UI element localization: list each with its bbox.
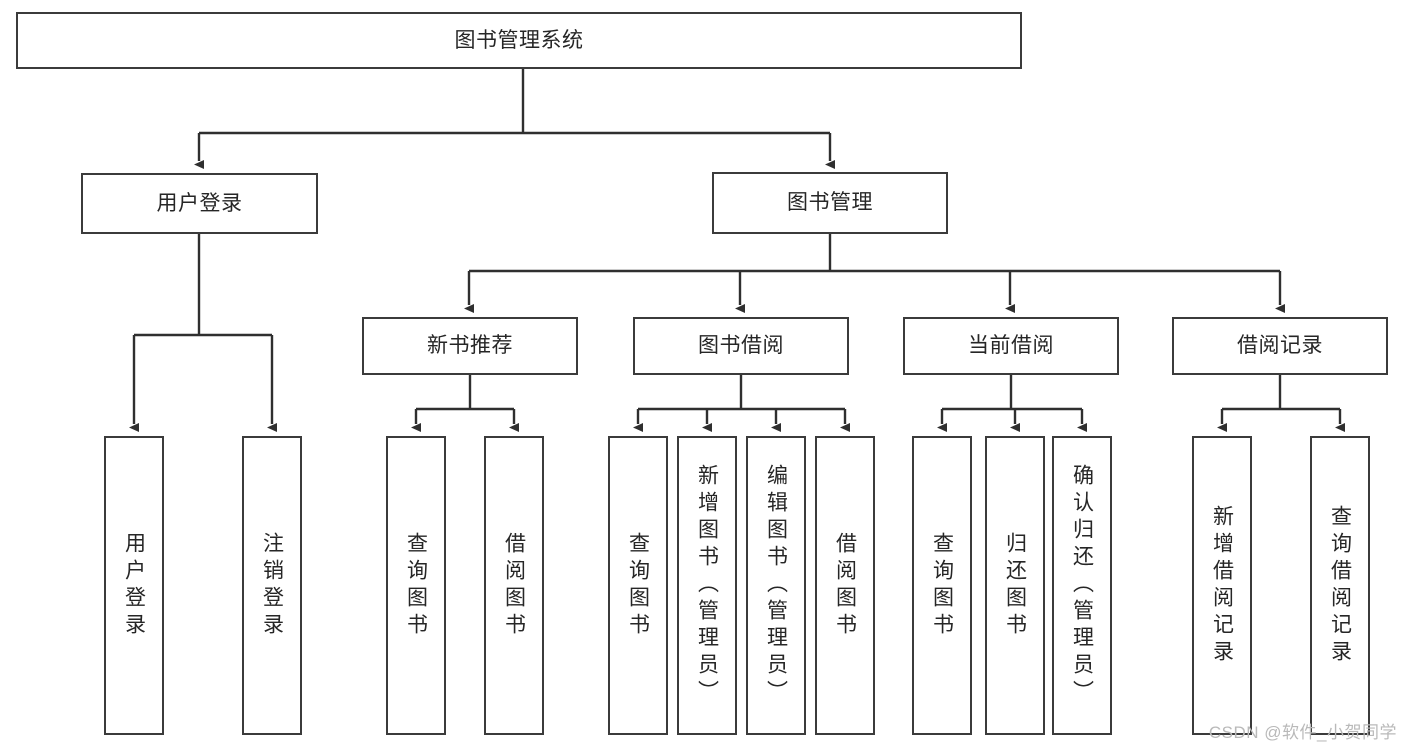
node-label: 查询图书 [404, 531, 428, 640]
node-leaf-logout[interactable]: 注销登录 [242, 436, 302, 735]
node-label: 借阅图书 [833, 531, 857, 640]
node-label: 借阅图书 [502, 531, 526, 640]
node-current[interactable]: 当前借阅 [903, 317, 1119, 375]
node-leaf-addrecord[interactable]: 新增借阅记录 [1192, 436, 1252, 735]
node-leaf-borrowbook-new[interactable]: 借阅图书 [484, 436, 544, 735]
node-label: 新书推荐 [427, 334, 513, 358]
node-newbooks[interactable]: 新书推荐 [362, 317, 578, 375]
node-label: 用户登录 [156, 191, 243, 215]
node-borrow[interactable]: 图书借阅 [633, 317, 849, 375]
node-label: 当前借阅 [968, 334, 1054, 358]
node-label: 借阅记录 [1237, 334, 1323, 358]
node-leaf-borrowbook-b[interactable]: 借阅图书 [815, 436, 875, 735]
node-leaf-userlogin[interactable]: 用户登录 [104, 436, 164, 735]
node-leaf-addbook[interactable]: 新增图书（管理员） [677, 436, 737, 735]
node-leaf-querybook-b[interactable]: 查询图书 [608, 436, 668, 735]
node-label: 图书管理 [787, 191, 873, 215]
node-label: 用户登录 [122, 531, 146, 640]
node-records[interactable]: 借阅记录 [1172, 317, 1388, 375]
node-label: 查询借阅记录 [1328, 504, 1352, 667]
watermark: CSDN @软件_小贺同学 [1208, 723, 1397, 742]
node-leaf-confirmreturn[interactable]: 确认归还（管理员） [1052, 436, 1112, 735]
node-bookmgmt[interactable]: 图书管理 [712, 172, 948, 234]
node-leaf-querybook-new[interactable]: 查询图书 [386, 436, 446, 735]
node-label: 查询图书 [930, 531, 954, 640]
node-label: 查询图书 [626, 531, 650, 640]
node-label: 编辑图书（管理员） [764, 464, 788, 707]
node-leaf-querybook-c[interactable]: 查询图书 [912, 436, 972, 735]
node-leaf-queryrecord[interactable]: 查询借阅记录 [1310, 436, 1370, 735]
node-label: 确认归还（管理员） [1070, 464, 1094, 707]
node-leaf-editbook[interactable]: 编辑图书（管理员） [746, 436, 806, 735]
node-label: 归还图书 [1003, 531, 1027, 640]
node-leaf-returnbook[interactable]: 归还图书 [985, 436, 1045, 735]
node-label: 图书借阅 [698, 334, 784, 358]
node-label: 图书管理系统 [454, 28, 584, 52]
node-label: 新增图书（管理员） [695, 464, 719, 707]
node-label: 新增借阅记录 [1210, 504, 1234, 667]
node-root[interactable]: 图书管理系统 [16, 12, 1022, 69]
node-login[interactable]: 用户登录 [81, 173, 318, 234]
node-label: 注销登录 [260, 531, 284, 640]
